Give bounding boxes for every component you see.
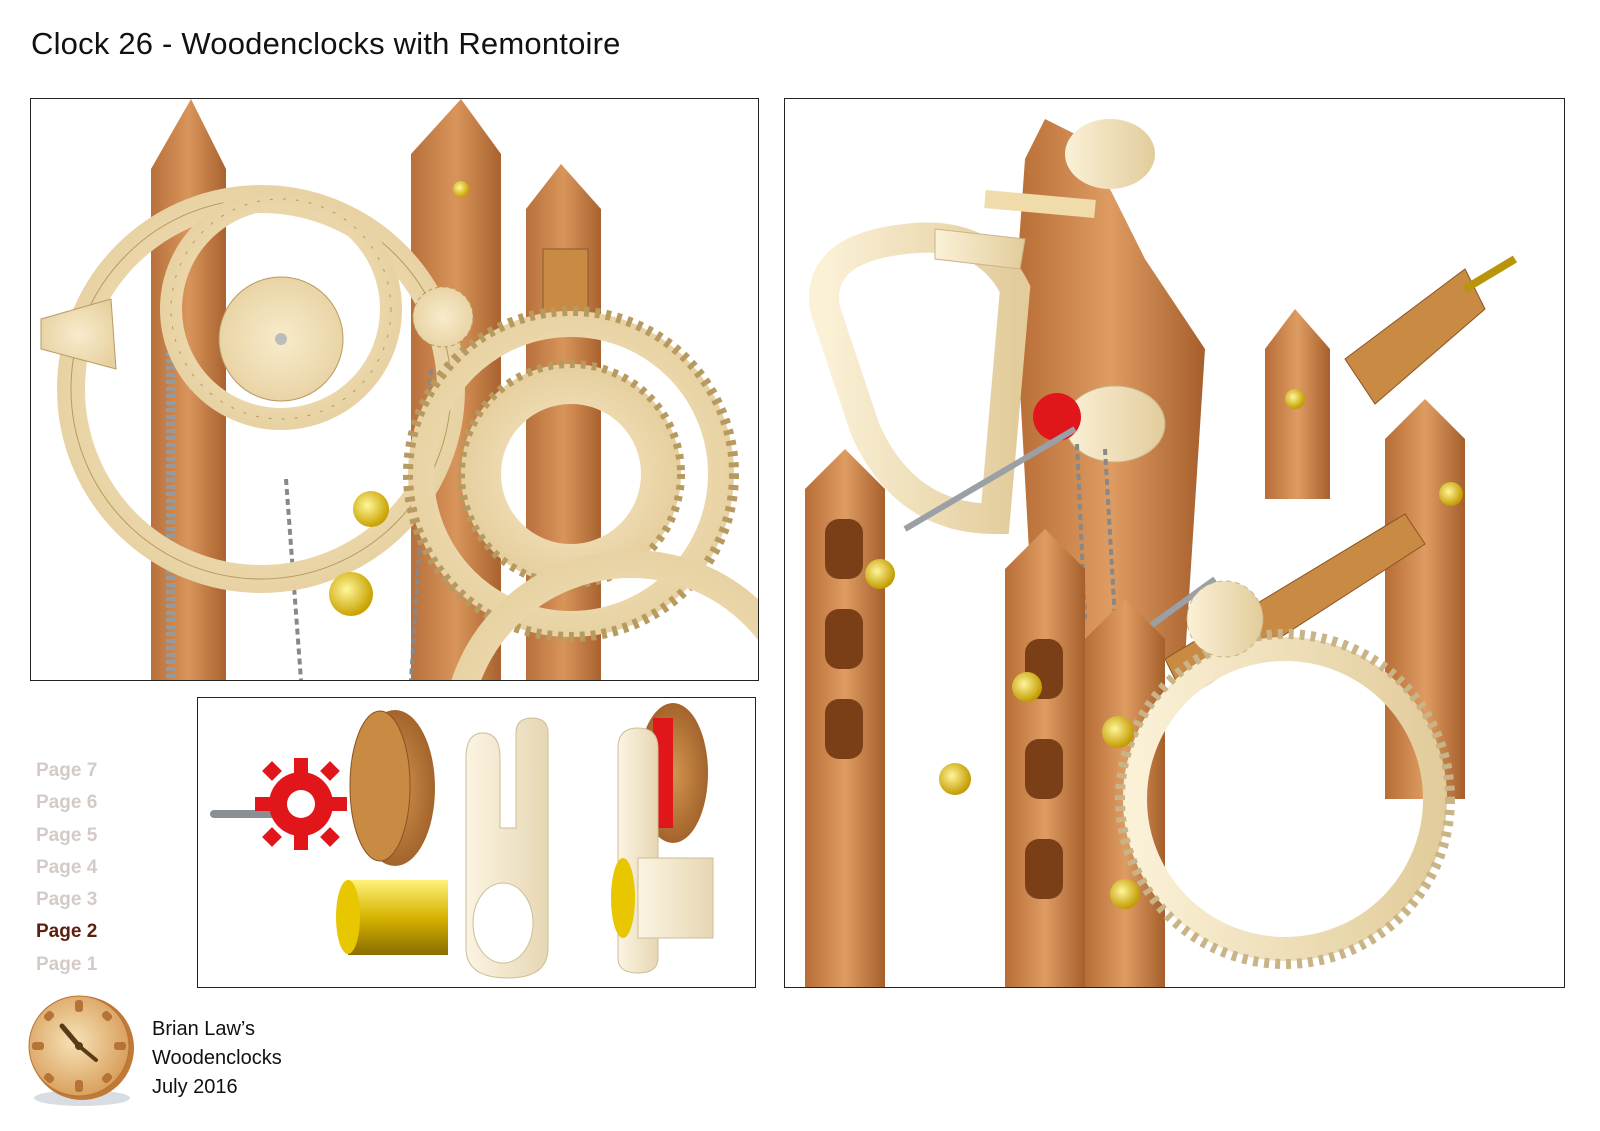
knob-shape: [1065, 119, 1155, 189]
author-credit: Brian Law’s Woodenclocks July 2016: [152, 1015, 282, 1102]
brass-nut-shape: [1012, 672, 1042, 702]
slot-holes: [825, 519, 1063, 899]
nav-page-6[interactable]: Page 6: [36, 792, 98, 814]
gear-shape: [1123, 637, 1447, 961]
nav-page-5[interactable]: Page 5: [36, 824, 98, 846]
assembled-brass-shape: [611, 858, 635, 938]
clock-face-logo-icon: [22, 992, 140, 1110]
brass-screw-shape: [1285, 389, 1305, 409]
brass-nut-shape: [1110, 879, 1140, 909]
credit-date: July 2016: [152, 1076, 238, 1098]
fork-hole-shape: [472, 882, 534, 964]
clock-front-view-illustration: [40, 99, 758, 680]
screw-shape: [1462, 255, 1518, 293]
pinion-shape: [1186, 580, 1264, 658]
crossbar-shape: [1344, 268, 1486, 405]
wooden-pulley-face: [349, 710, 411, 862]
inner-gear-teeth: [457, 360, 685, 588]
arm-shape: [40, 298, 117, 370]
parts-exploded-view-image: [197, 697, 756, 988]
brass-cylinder-end: [336, 880, 360, 954]
nav-page-7[interactable]: Page 7: [36, 760, 98, 781]
clock-isometric-view-image: [784, 98, 1565, 988]
credit-brand: Woodenclocks: [152, 1047, 282, 1069]
gear-teeth: [1115, 629, 1455, 969]
lower-gear-shape: [451, 550, 758, 680]
pinion-shape: [412, 286, 474, 348]
nav-page-2-current[interactable]: Page 2: [36, 921, 98, 943]
nav-page-4[interactable]: Page 4: [36, 856, 98, 878]
remontoire-wheel-shape: [1064, 385, 1166, 463]
page-navigation: Page 7 Page 6 Page 5 Page 4 Page 3 Page …: [36, 760, 97, 986]
large-gear-shape: [408, 311, 734, 637]
axle-shape: [275, 333, 287, 345]
brass-cylinder-shape: [348, 880, 448, 955]
red-sprocket-shape: [1033, 393, 1081, 441]
nav-page-1[interactable]: Page 1: [36, 953, 98, 975]
pin-shape: [210, 810, 278, 818]
brass-nut-shape: [1102, 716, 1134, 748]
brass-nut-shape: [939, 763, 971, 795]
credit-author: Brian Law’s: [152, 1018, 256, 1040]
rod-shape: [903, 426, 1077, 532]
assembled-body-shape: [637, 857, 714, 939]
screw-shape: [453, 181, 469, 197]
rod-shape: [984, 190, 1096, 218]
clock-front-view-image: [30, 98, 759, 681]
brass-cylinder-shape: [329, 572, 373, 616]
nav-page-3[interactable]: Page 3: [36, 889, 98, 911]
red-sprocket-shape: [255, 758, 347, 850]
escape-wheel-teeth: [170, 198, 392, 420]
arm-shape: [934, 228, 1026, 270]
parts-illustration: [210, 703, 714, 979]
brass-wheel-shape: [353, 491, 389, 527]
brass-nut-shape: [1439, 482, 1463, 506]
large-gear-teeth: [403, 306, 739, 642]
clock-isometric-illustration: [805, 119, 1518, 987]
page-title: Clock 26 - Woodenclocks with Remontoire: [31, 26, 621, 61]
brass-nut-shape: [865, 559, 895, 589]
chain-shape: [1103, 448, 1117, 620]
